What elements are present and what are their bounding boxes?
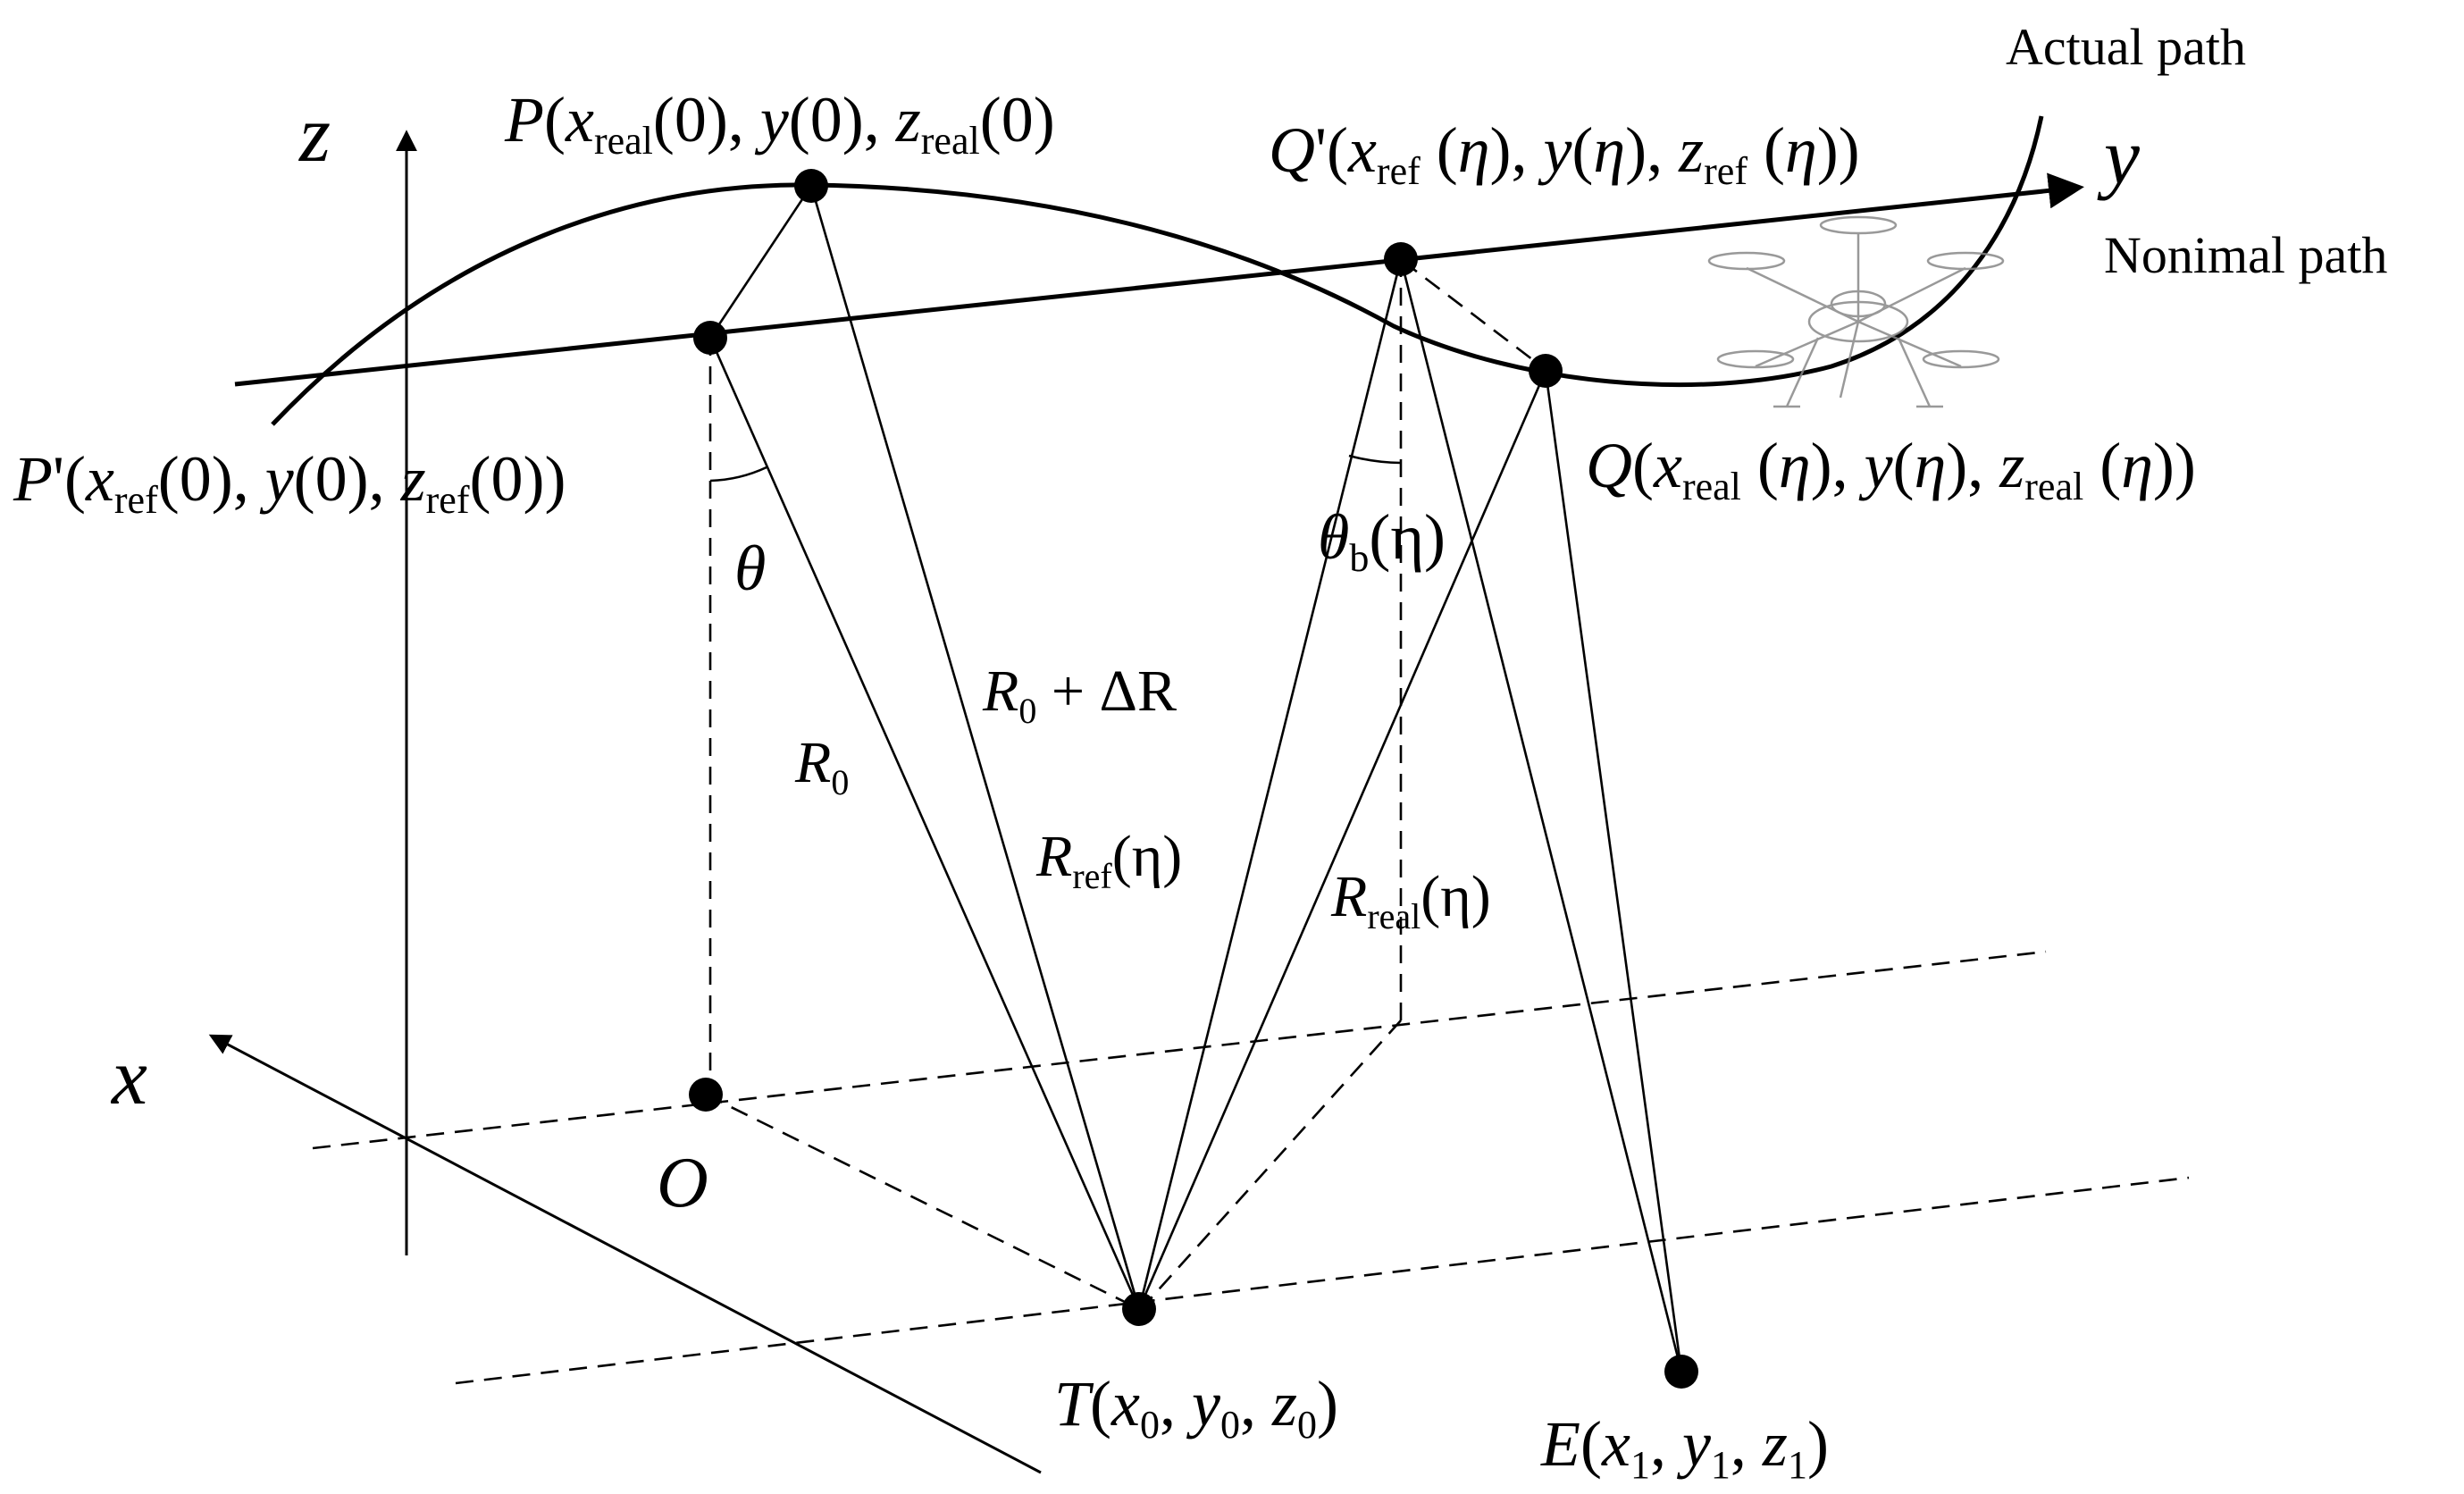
nominal-path-label: Nonimal path — [2104, 226, 2387, 284]
dash-q-prime-q — [1402, 259, 1545, 370]
line-q-e — [1544, 370, 1683, 1372]
point-q-prime — [1384, 242, 1418, 276]
label-p-prime: P'(xref(0), y(0), zref(0)) — [13, 443, 566, 522]
actual-path-label: Actual path — [2006, 18, 2246, 76]
label-e: E(x1, y1, z1) — [1540, 1408, 1829, 1487]
line-q-t — [1137, 370, 1547, 1310]
label-origin: O — [657, 1144, 708, 1222]
nominal-path-line — [234, 172, 2084, 387]
label-q-prime: Q'(xref (η), y(η), zref (η)) — [1269, 114, 1860, 193]
drone-icon — [1707, 215, 2005, 408]
point-p-prime — [693, 321, 727, 355]
line-q-prime-t — [1137, 258, 1403, 1310]
line-q-prime-e — [1399, 258, 1683, 1372]
theta-b-arc — [1348, 454, 1402, 465]
label-theta-b: θb(η) — [1318, 501, 1446, 580]
label-p: P(xreal(0), y(0), zreal(0) — [504, 84, 1055, 163]
line-p-prime-t — [708, 337, 1141, 1310]
axis-z-label: z — [298, 90, 331, 179]
theta-arc — [709, 466, 767, 483]
point-e — [1664, 1355, 1698, 1389]
point-q — [1529, 354, 1563, 388]
label-theta: θ — [734, 533, 766, 604]
label-t: T(x0, y0, z0) — [1054, 1368, 1338, 1447]
point-t — [1122, 1292, 1156, 1326]
point-p — [794, 169, 828, 203]
axis-x-label: x — [110, 1033, 147, 1121]
dash-ground-t — [1143, 1020, 1402, 1307]
ground-line-1 — [312, 950, 2047, 1150]
label-r0-dr: R0 + ΔR — [982, 659, 1177, 731]
axis-y-label: y — [2097, 113, 2140, 201]
x-axis — [208, 1034, 1042, 1474]
line-p-t — [809, 185, 1141, 1310]
label-rref: Rref(η) — [1035, 824, 1182, 896]
point-o — [689, 1078, 723, 1112]
dash-o-t — [705, 1093, 1140, 1311]
actual-path-curve — [271, 115, 2044, 426]
label-r0: R0 — [794, 730, 849, 802]
line-p-prime-p — [708, 185, 813, 339]
label-rreal: Rreal(η) — [1330, 864, 1491, 936]
label-q: Q(xreal (η), y(η), zreal (η)) — [1586, 430, 2196, 508]
ground-line-2 — [455, 1176, 2190, 1385]
